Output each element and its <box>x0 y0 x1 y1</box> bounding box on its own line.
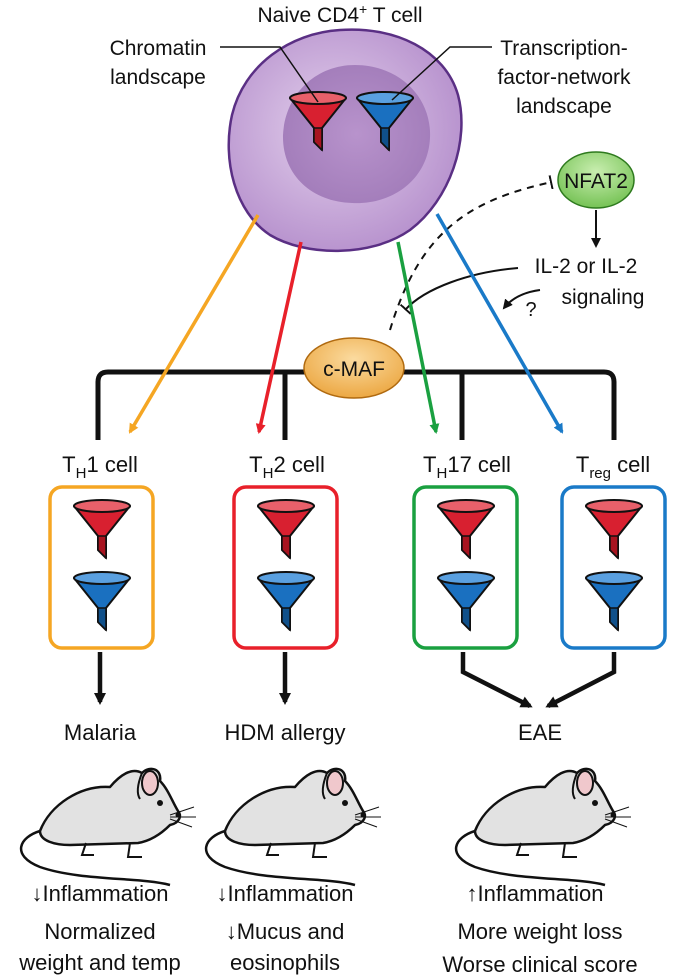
tf-label-line3: landscape <box>516 95 612 118</box>
eae-effect-2: More weight loss <box>457 919 622 944</box>
arrow-to-th1 <box>128 214 260 434</box>
malaria-effect-1: ↓Inflammation <box>32 881 169 906</box>
mouse-icon-eae <box>454 767 633 887</box>
treg-cell-label: Treg cell <box>576 452 650 482</box>
treg-box <box>560 485 667 650</box>
hdm-effect-3: eosinophils <box>230 950 340 975</box>
chromatin-pointer <box>220 46 319 103</box>
cmaf-node <box>303 337 405 399</box>
mouse-icon-hdm <box>204 767 383 887</box>
chromatin-label-line2: landscape <box>110 66 206 89</box>
eae-effect-1: ↑Inflammation <box>467 881 604 906</box>
arrow-th17-to-eae <box>460 652 533 709</box>
nfat2-label: NFAT2 <box>564 170 628 193</box>
arrow-treg-to-eae <box>545 652 617 709</box>
th17-box <box>412 485 519 650</box>
tf-label-line2: factor-network <box>497 66 631 89</box>
disease-label-malaria: Malaria <box>64 720 137 745</box>
arrow-to-th17 <box>396 241 440 434</box>
hdm-effect-2: ↓Mucus and <box>226 919 345 944</box>
il2-label-line1: IL-2 or IL-2 <box>535 255 638 278</box>
th1-box <box>48 485 155 650</box>
disease-label-hdm-allergy: HDM allergy <box>224 720 345 745</box>
tf-pointer <box>391 46 492 101</box>
il2-question-mark: ? <box>525 299 536 321</box>
il2-label-line2: signaling <box>562 286 645 309</box>
th1-cell-label: TH1 cell <box>62 452 138 482</box>
arrow-to-treg <box>435 213 564 434</box>
disease-label-eae: EAE <box>518 720 562 745</box>
tf-label-line1: Transcription- <box>500 37 628 60</box>
naive-cell-title: Naive CD4+ T cell <box>258 1 423 27</box>
cmaf-label: c-MAF <box>323 358 385 381</box>
malaria-effect-2: Normalized <box>44 919 155 944</box>
naive-cd4-t-cell <box>227 28 463 253</box>
il2-feedback-arrow <box>502 289 541 310</box>
mouse-icon-malaria <box>19 767 198 887</box>
malaria-effect-3: weight and temp <box>18 950 180 975</box>
arrow-to-th2 <box>255 241 303 434</box>
th2-cell-label: TH2 cell <box>249 452 325 482</box>
il2-inhibits-cmaf <box>399 267 519 315</box>
cmaf-inhibits-nfat2 <box>389 175 554 331</box>
nfat2-node <box>557 151 635 209</box>
eae-effect-3: Worse clinical score <box>442 952 637 977</box>
th2-box <box>232 485 339 650</box>
th17-cell-label: TH17 cell <box>423 452 511 482</box>
chromatin-label-line1: Chromatin <box>110 37 207 60</box>
hdm-effect-1: ↓Inflammation <box>217 881 354 906</box>
